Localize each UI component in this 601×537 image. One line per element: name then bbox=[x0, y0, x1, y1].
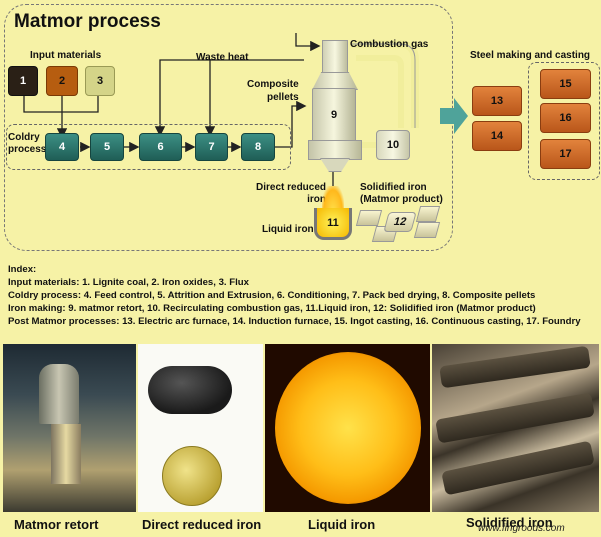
index-heading: Index: bbox=[8, 264, 37, 275]
index-line: Post Matmor processes: 13. Electric arc … bbox=[8, 316, 581, 327]
box-1: 1 bbox=[8, 66, 38, 96]
flow-arrow-icon bbox=[440, 98, 468, 134]
index-line: Input materials: 1. Lignite coal, 2. Iro… bbox=[8, 277, 249, 288]
box-4: 4 bbox=[45, 133, 79, 161]
photo-liquid-iron bbox=[265, 344, 430, 512]
composite-pellets-label: Composite pellets bbox=[247, 79, 299, 103]
caption-liquid-iron: Liquid iron bbox=[308, 517, 376, 532]
box-11: 11 bbox=[314, 208, 352, 240]
box-14: 14 bbox=[472, 121, 522, 151]
coldry-process-frame bbox=[6, 124, 291, 170]
input-materials-label: Input materials bbox=[30, 50, 102, 61]
box-3: 3 bbox=[85, 66, 115, 96]
caption-solidified-iron: Solidified iron bbox=[466, 515, 553, 530]
box-8: 8 bbox=[241, 133, 275, 161]
box-15: 15 bbox=[540, 69, 591, 99]
liquid-iron-label: Liquid iron bbox=[262, 224, 314, 235]
box-6: 6 bbox=[139, 133, 182, 161]
box-7: 7 bbox=[195, 133, 228, 161]
box-10: 10 bbox=[376, 130, 410, 160]
watermark: www.fingroods.com bbox=[478, 523, 565, 534]
box-16: 16 bbox=[540, 103, 591, 133]
ingot bbox=[415, 206, 441, 222]
process-frame bbox=[4, 4, 453, 251]
photo-matmor-retort bbox=[3, 344, 136, 512]
iron-ingot bbox=[439, 345, 591, 389]
caption-direct-reduced-iron: Direct reduced iron bbox=[142, 517, 262, 532]
ingot bbox=[355, 210, 383, 226]
photo-direct-reduced-iron bbox=[138, 344, 263, 512]
index-legend: Index: Input materials: 1. Lignite coal,… bbox=[8, 263, 581, 328]
iron-ingot bbox=[435, 392, 595, 444]
molten-glow bbox=[322, 186, 344, 212]
box-12: 12 bbox=[383, 212, 417, 232]
retort-column bbox=[51, 424, 81, 484]
waste-heat-label: Waste heat bbox=[196, 52, 249, 63]
iron-ingot bbox=[441, 440, 595, 496]
solidified-iron-label: Solidified iron (Matmor product) bbox=[360, 182, 443, 205]
index-line: Coldry process: 4. Feed control, 5. Attr… bbox=[8, 290, 536, 301]
caption-matmor-retort: Matmor retort bbox=[14, 517, 99, 532]
retort-top bbox=[322, 40, 348, 74]
coldry-process-label: Coldry process bbox=[8, 132, 47, 155]
steel-making-label: Steel making and casting bbox=[470, 50, 591, 61]
molten-iron bbox=[275, 352, 421, 504]
flow-connectors bbox=[23, 33, 468, 186]
index-line: Iron making: 9. matmor retort, 10. Recir… bbox=[8, 303, 536, 314]
box-9: 9 bbox=[312, 88, 356, 142]
retort-vessel bbox=[39, 364, 79, 424]
direct-reduced-iron-label: Direct reduced iron bbox=[256, 182, 327, 205]
box-5: 5 bbox=[90, 133, 124, 161]
box-13: 13 bbox=[472, 86, 522, 116]
ingot bbox=[413, 222, 441, 238]
photo-solidified-iron bbox=[432, 344, 599, 512]
coin bbox=[162, 446, 222, 506]
retort-base bbox=[308, 140, 362, 160]
combustion-gas-label: Combustion gas bbox=[350, 39, 429, 50]
box-2: 2 bbox=[46, 66, 78, 96]
casting-frame bbox=[528, 62, 600, 180]
box-17: 17 bbox=[540, 139, 591, 169]
page-title: Matmor process bbox=[14, 11, 161, 32]
dri-pellet bbox=[148, 366, 232, 414]
